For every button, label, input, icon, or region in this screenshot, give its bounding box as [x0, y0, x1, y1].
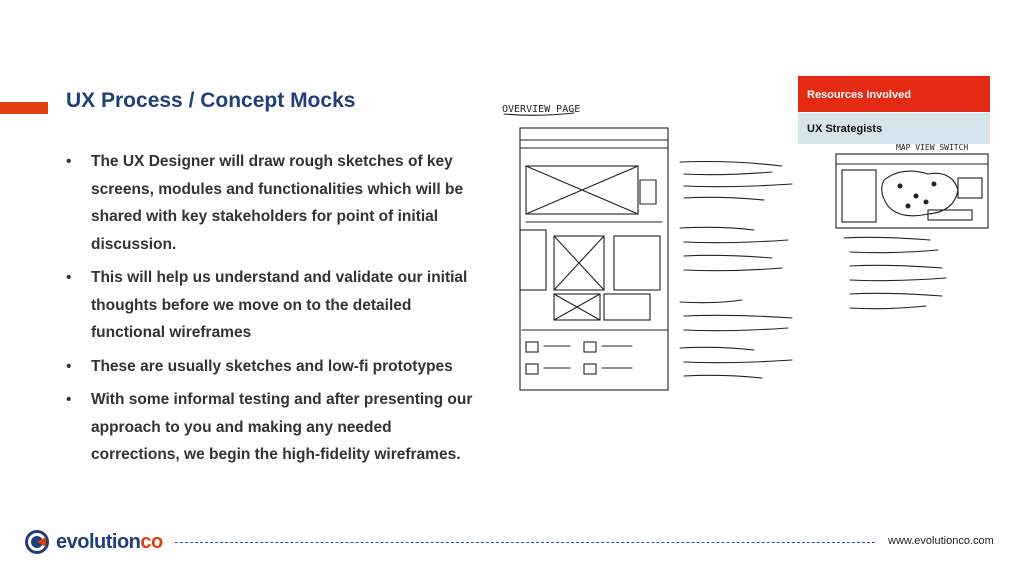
sketch-label-map: MAP VIEW SWITCH [896, 143, 968, 152]
bullet-list: • The UX Designer will draw rough sketche… [62, 148, 482, 475]
resource-item: UX Strategists [798, 113, 990, 144]
evolutionco-logo-icon [25, 530, 49, 554]
bullet-item: • This will help us understand and valida… [62, 264, 482, 347]
bullet-text: This will help us understand and validat… [91, 269, 468, 341]
brand-name: evolutionco [56, 531, 163, 554]
overview-page-sketch: OVERVIEW PAGE [502, 104, 793, 391]
map-view-sketch: MAP VIEW SWITCH [835, 143, 989, 310]
bullet-dot: • [66, 269, 72, 286]
footer-url: www.evolutionco.com [888, 535, 994, 547]
bullet-text: With some informal testing and after pre… [91, 391, 473, 463]
resources-header: Resources Involved [798, 76, 990, 112]
brand-main: evolution [56, 530, 141, 553]
bullet-item: • These are usually sketches and low-fi p… [62, 353, 482, 381]
page-title: UX Process / Concept Mocks [66, 89, 356, 112]
bullet-text: These are usually sketches and low-fi pr… [91, 357, 453, 375]
footer-divider [175, 542, 875, 543]
bullet-dot: • [66, 153, 72, 170]
brand-accent: co [140, 530, 163, 553]
footer-logo: evolutionco [24, 527, 163, 557]
accent-bar [0, 102, 48, 114]
bullet-dot: • [66, 391, 72, 408]
bullet-item: • With some informal testing and after pr… [62, 386, 482, 469]
sketch-label-overview: OVERVIEW PAGE [502, 104, 580, 115]
bullet-text: The UX Designer will draw rough sketches… [91, 153, 464, 253]
bullet-item: • The UX Designer will draw rough sketche… [62, 148, 482, 258]
bullet-dot: • [66, 357, 72, 375]
